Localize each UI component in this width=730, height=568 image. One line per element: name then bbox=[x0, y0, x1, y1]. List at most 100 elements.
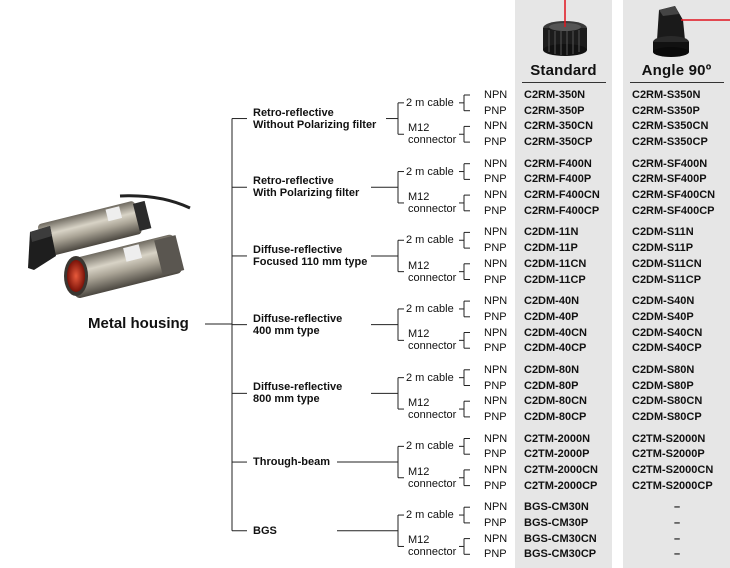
standard-model-code: C2DM-40P bbox=[524, 310, 579, 323]
standard-model-code: C2TM-2000P bbox=[524, 448, 590, 461]
angle-model-code: C2TM-S2000CN bbox=[632, 463, 714, 476]
metal-housing-sensors-photo bbox=[28, 194, 191, 299]
standard-model-code: C2DM-11N bbox=[524, 226, 579, 239]
angle-model-code: C2TM-S2000CP bbox=[632, 479, 713, 492]
signal-label: PNP bbox=[484, 516, 507, 529]
standard-model-code: C2DM-80CP bbox=[524, 410, 587, 423]
root-label: Metal housing bbox=[88, 315, 189, 332]
standard-model-code: C2RM-350P bbox=[524, 104, 585, 117]
angle-model-code: C2DM-S11N bbox=[632, 226, 694, 239]
angle-model-code: C2RM-S350CP bbox=[632, 136, 708, 149]
standard-model-code: C2RM-F400P bbox=[524, 173, 592, 186]
standard-model-code: BGS-CM30P bbox=[524, 516, 589, 529]
angle-model-code: – bbox=[674, 501, 681, 514]
signal-label: PNP bbox=[484, 410, 507, 423]
standard-model-code: C2DM-40N bbox=[524, 295, 580, 308]
signal-label: NPN bbox=[484, 189, 508, 202]
standard-model-code: C2RM-350CP bbox=[524, 136, 593, 149]
standard-model-code: C2DM-11P bbox=[524, 242, 578, 255]
standard-model-code: C2DM-80N bbox=[524, 363, 580, 376]
angle-model-code: C2RM-SF400CN bbox=[632, 189, 716, 202]
cable-label: 2 m cable bbox=[406, 165, 454, 178]
angle-model-code: C2RM-S350CN bbox=[632, 120, 709, 133]
standard-column-rule bbox=[522, 82, 606, 83]
angle-model-code: C2RM-SF400CP bbox=[632, 204, 715, 217]
standard-model-code: BGS-CM30CP bbox=[524, 548, 597, 561]
angle-model-code: C2DM-S40CP bbox=[632, 342, 702, 355]
standard-model-code: C2DM-40CN bbox=[524, 326, 587, 339]
angle-model-code: – bbox=[674, 516, 681, 529]
angle-model-code: C2DM-S80N bbox=[632, 363, 695, 376]
signal-label: PNP bbox=[484, 379, 507, 392]
angle-model-code: C2DM-S80P bbox=[632, 379, 694, 392]
standard-model-code: C2TM-2000CN bbox=[524, 463, 598, 476]
angle-column-bg bbox=[623, 0, 730, 568]
signal-label: NPN bbox=[484, 501, 508, 514]
standard-model-code: C2DM-11CP bbox=[524, 273, 586, 286]
angle-column-title: Angle 90º bbox=[641, 62, 712, 79]
signal-label: PNP bbox=[484, 548, 507, 561]
signal-label: PNP bbox=[484, 104, 507, 117]
signal-label: NPN bbox=[484, 463, 508, 476]
signal-label: PNP bbox=[484, 273, 507, 286]
angle-model-code: C2RM-S350N bbox=[632, 89, 701, 101]
cable-label: 2 m cable bbox=[406, 234, 454, 247]
signal-label: PNP bbox=[484, 204, 507, 217]
signal-label: NPN bbox=[484, 89, 508, 101]
angle-model-code: – bbox=[674, 532, 681, 545]
standard-model-code: C2RM-350N bbox=[524, 89, 586, 101]
signal-label: NPN bbox=[484, 157, 508, 170]
standard-model-code: C2DM-80P bbox=[524, 379, 579, 392]
signal-label: NPN bbox=[484, 226, 508, 239]
angle-model-code: – bbox=[674, 548, 681, 561]
angle-model-code: C2DM-S80CP bbox=[632, 410, 702, 423]
cable-label: 2 m cable bbox=[406, 440, 454, 453]
signal-label: NPN bbox=[484, 432, 508, 445]
signal-label: PNP bbox=[484, 136, 507, 149]
standard-model-code: C2TM-2000CP bbox=[524, 479, 598, 492]
signal-label: NPN bbox=[484, 257, 508, 270]
cable-label: 2 m cable bbox=[406, 96, 454, 109]
signal-label: PNP bbox=[484, 310, 507, 323]
angle-model-code: C2DM-S40P bbox=[632, 310, 694, 323]
angle-model-code: C2DM-S40CN bbox=[632, 326, 703, 339]
angle-model-code: C2DM-S11CP bbox=[632, 273, 702, 286]
standard-model-code: BGS-CM30N bbox=[524, 501, 589, 514]
standard-model-code: C2DM-11CN bbox=[524, 257, 587, 270]
standard-model-code: C2RM-350CN bbox=[524, 120, 594, 133]
standard-model-code: C2RM-F400CN bbox=[524, 189, 600, 202]
angle-model-code: C2DM-S80CN bbox=[632, 395, 703, 408]
standard-column-bg bbox=[515, 0, 612, 568]
standard-model-code: C2TM-2000N bbox=[524, 432, 591, 445]
cable-label: 2 m cable bbox=[406, 302, 454, 315]
angle-sensor-icon bbox=[653, 6, 730, 57]
angle-column-rule bbox=[630, 82, 724, 83]
angle-model-code: C2DM-S11CN bbox=[632, 257, 702, 270]
signal-label: NPN bbox=[484, 295, 508, 308]
angle-model-code: C2RM-S350P bbox=[632, 104, 700, 117]
signal-label: PNP bbox=[484, 173, 507, 186]
group-label: Through-beam bbox=[253, 456, 330, 469]
angle-model-code: C2TM-S2000P bbox=[632, 448, 705, 461]
group-label: BGS bbox=[253, 524, 277, 537]
signal-label: PNP bbox=[484, 479, 507, 492]
cable-label: 2 m cable bbox=[406, 371, 454, 384]
signal-label: NPN bbox=[484, 532, 508, 545]
signal-label: PNP bbox=[484, 448, 507, 461]
standard-model-code: C2DM-80CN bbox=[524, 395, 587, 408]
signal-label: PNP bbox=[484, 342, 507, 355]
signal-label: NPN bbox=[484, 120, 508, 133]
signal-label: NPN bbox=[484, 395, 508, 408]
